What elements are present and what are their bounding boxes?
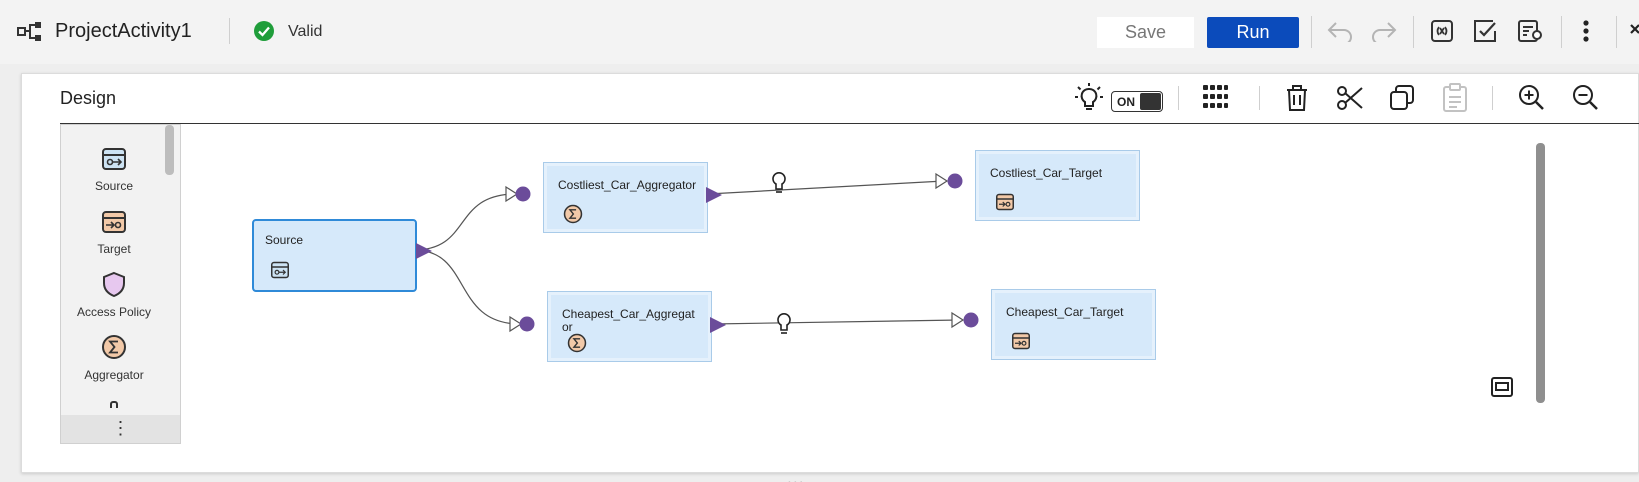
arrange-grid-icon[interactable]: [1202, 84, 1228, 110]
cut-icon[interactable]: [1336, 84, 1364, 112]
sigma-icon: [102, 335, 126, 359]
palette-item-label: Aggregator: [84, 368, 144, 382]
input-arrow: [935, 172, 949, 190]
output-port[interactable]: [709, 316, 727, 334]
node-costliest-target[interactable]: Costliest_Car_Target: [975, 150, 1140, 221]
palette-item-partial: [61, 395, 167, 413]
lightbulb-icon[interactable]: [1073, 82, 1105, 114]
target-icon: [102, 211, 126, 233]
palette-item-label: Access Policy: [76, 305, 152, 319]
node-cheapest-target[interactable]: Cheapest_Car_Target: [991, 289, 1156, 360]
delete-icon[interactable]: [1285, 84, 1309, 112]
input-port[interactable]: [515, 186, 531, 202]
link-lightbulb-icon[interactable]: [777, 313, 791, 334]
panel-divider: [60, 123, 1639, 124]
more-menu-icon[interactable]: [1582, 20, 1590, 42]
minimap-icon[interactable]: [1491, 377, 1513, 397]
palette-item-aggregator[interactable]: Aggregator: [61, 334, 167, 382]
flow-diagram-icon: [17, 22, 41, 41]
save-button[interactable]: Save: [1097, 17, 1194, 48]
source-icon: [271, 261, 289, 279]
undo-icon[interactable]: [1326, 20, 1354, 42]
input-arrow: [951, 311, 965, 329]
node-label: Cheapest_Car_Target: [1006, 305, 1124, 319]
palette-item-label: Target: [97, 242, 131, 256]
paste-icon[interactable]: [1442, 83, 1468, 113]
input-port[interactable]: [947, 173, 963, 189]
link-layer: [413, 172, 965, 334]
run-button[interactable]: Run: [1207, 17, 1299, 48]
input-port[interactable]: [963, 312, 979, 328]
target-icon: [996, 193, 1014, 211]
palette-item-source[interactable]: Source: [61, 147, 167, 193]
partial-icon: [110, 401, 118, 411]
validate-expression-icon[interactable]: [1430, 19, 1456, 43]
palette-item-label: Source: [94, 179, 134, 193]
output-port[interactable]: [705, 186, 723, 204]
design-panel: Design ON: [21, 73, 1639, 473]
toggle-label: ON: [1117, 95, 1135, 109]
sigma-icon: [567, 333, 587, 353]
divider: [1259, 86, 1260, 110]
valid-check-icon: [254, 21, 274, 41]
lightbulb-toggle[interactable]: ON: [1111, 91, 1163, 112]
divider: [1413, 16, 1414, 48]
close-icon[interactable]: [1630, 24, 1639, 40]
link-lightbulb-icon[interactable]: [772, 172, 786, 193]
page-title: ProjectActivity1: [55, 20, 192, 42]
palette-more-button[interactable]: ⋮: [61, 415, 180, 443]
palette-item-target[interactable]: Target: [61, 210, 167, 256]
copy-icon[interactable]: [1389, 84, 1415, 112]
input-arrow: [505, 185, 519, 203]
target-icon: [1012, 332, 1030, 350]
mapping-canvas[interactable]: Source Costliest_Car_Aggregator C: [182, 124, 1552, 464]
validate-check-icon[interactable]: [1473, 19, 1499, 43]
divider: [1561, 16, 1562, 48]
link-costliest-target[interactable]: [707, 180, 945, 195]
palette-item-access-policy[interactable]: Access Policy: [61, 271, 167, 319]
node-label: Cheapest_Car_Aggregat or: [562, 307, 695, 334]
transformation-palette: Source Target Access Policy Aggregator: [60, 124, 181, 444]
link-cheapest-target[interactable]: [711, 319, 961, 325]
node-costliest-aggregator[interactable]: Costliest_Car_Aggregator: [543, 162, 708, 233]
toggle-knob: [1140, 93, 1161, 110]
node-label: Costliest_Car_Aggregator: [558, 178, 697, 192]
properties-icon[interactable]: [1517, 19, 1545, 43]
zoom-in-icon[interactable]: [1517, 83, 1545, 111]
node-label: Costliest_Car_Target: [990, 166, 1103, 180]
status-valid: Valid: [288, 23, 323, 40]
divider: [1492, 86, 1493, 110]
node-source[interactable]: Source: [252, 219, 417, 292]
link-source-costliest[interactable]: [413, 193, 517, 251]
sigma-icon: [563, 204, 583, 224]
redo-icon[interactable]: [1370, 20, 1398, 42]
output-port[interactable]: [415, 242, 433, 260]
canvas-scrollbar[interactable]: [1536, 143, 1545, 403]
zoom-out-icon[interactable]: [1571, 83, 1599, 111]
palette-scrollbar[interactable]: [165, 125, 174, 175]
node-label: Source: [265, 233, 304, 247]
input-port[interactable]: [519, 316, 535, 332]
node-cheapest-aggregator[interactable]: Cheapest_Car_Aggregat or: [547, 291, 712, 362]
source-icon: [102, 148, 126, 170]
divider: [1311, 16, 1312, 48]
divider: [1178, 86, 1179, 110]
panel-title: Design: [60, 88, 117, 108]
link-source-cheapest[interactable]: [413, 249, 521, 325]
shield-icon: [103, 271, 125, 298]
divider: [1616, 16, 1617, 48]
input-arrow: [509, 315, 523, 333]
resize-handle[interactable]: •••: [787, 475, 805, 482]
divider: [229, 18, 230, 44]
top-bar: ProjectActivity1 Valid Save Run: [0, 0, 1639, 64]
